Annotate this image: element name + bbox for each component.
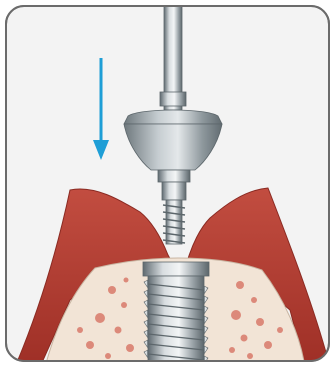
implant — [143, 262, 209, 367]
abutment-screw — [163, 200, 185, 244]
